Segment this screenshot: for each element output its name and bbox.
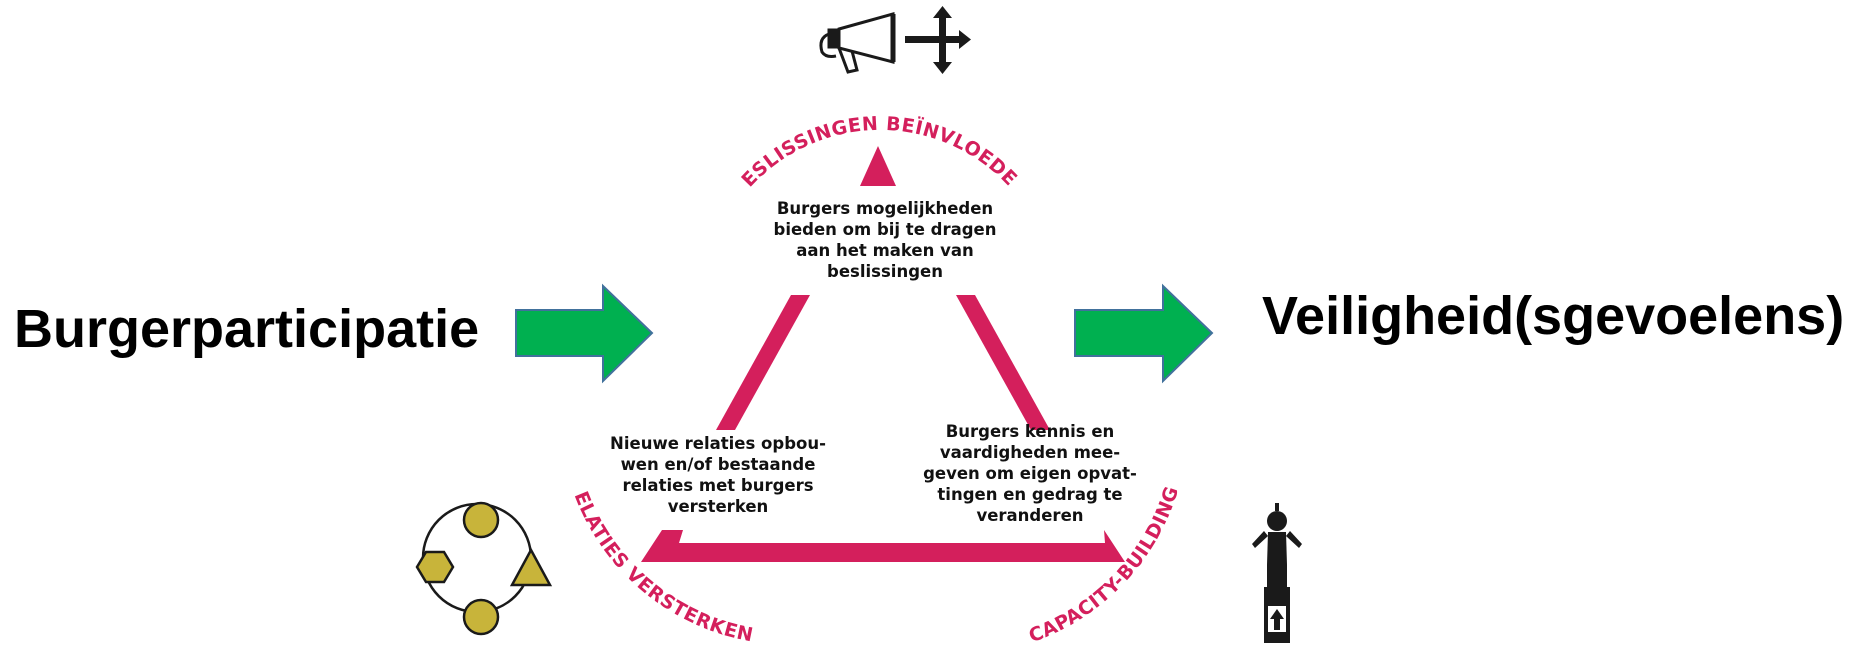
circle-shape-bottom — [462, 598, 500, 636]
megaphone-crossroads-icon — [819, 6, 971, 74]
person-on-pillar-icon — [1252, 503, 1302, 643]
left-label-burgerparticipatie: Burgerparticipatie — [14, 299, 480, 359]
circle-shape-top — [462, 501, 500, 539]
triangle-shape — [509, 547, 553, 587]
text-capacity: Burgers kennis en vaardigheden mee- geve… — [923, 422, 1137, 525]
megaphone-icon — [819, 12, 896, 74]
hexagon-shape — [415, 550, 455, 584]
text-relaties: Nieuwe relaties opbou- wen en/of bestaan… — [610, 434, 826, 516]
arrow-right-right — [1074, 283, 1214, 384]
crossroads-arrows-icon — [905, 6, 971, 74]
triangle-right-side — [956, 295, 1050, 430]
arrow-right-left — [515, 283, 654, 384]
triangle — [641, 146, 1125, 562]
triangle-left-side — [716, 295, 810, 430]
shapes-cycle-icon — [415, 501, 553, 636]
right-label-veiligheid: Veiligheid(sgevoelens) — [1262, 286, 1845, 346]
triangle-apex — [860, 146, 896, 186]
triangle-base — [641, 530, 1125, 562]
text-beslissingen: Burgers mogelijkheden bieden om bij te d… — [773, 199, 997, 281]
